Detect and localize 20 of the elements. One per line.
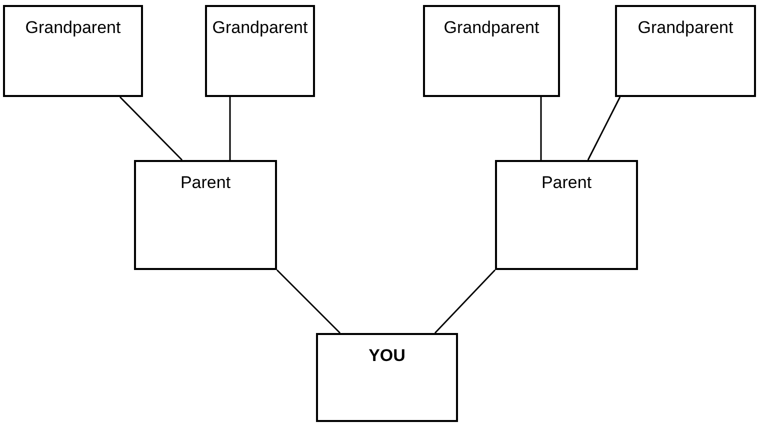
- connector-line: [434, 269, 496, 334]
- connector-line: [119, 96, 183, 161]
- person-box: [423, 5, 560, 97]
- person-label: Grandparent: [638, 17, 734, 39]
- person-box: [316, 333, 458, 422]
- person-box: [3, 5, 143, 97]
- connector-line: [587, 96, 621, 160]
- person-label: YOU: [368, 345, 406, 367]
- connector-line: [276, 269, 341, 334]
- person-box: [615, 5, 756, 97]
- connector-line: [229, 97, 231, 160]
- person-label: Grandparent: [25, 17, 121, 39]
- person-label: Grandparent: [444, 17, 540, 39]
- person-box: [495, 160, 638, 270]
- person-label: Parent: [180, 172, 231, 194]
- person-label: Grandparent: [212, 17, 308, 39]
- connector-line: [540, 97, 542, 160]
- person-box: [205, 5, 315, 97]
- person-box: [134, 160, 277, 270]
- person-label: Parent: [541, 172, 592, 194]
